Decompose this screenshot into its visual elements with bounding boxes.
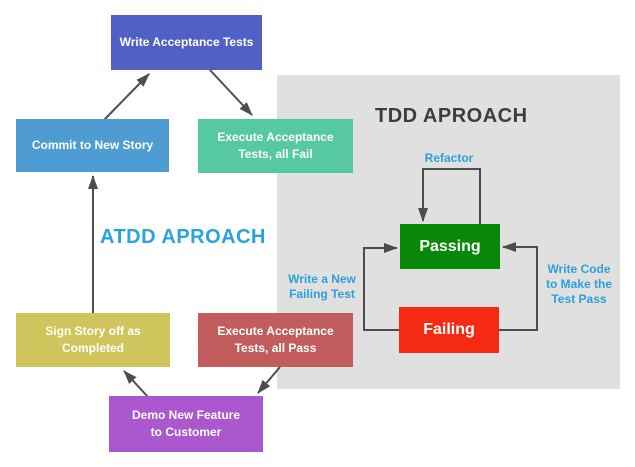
arrow-commit-to-write-tests [103,73,150,121]
arrow-failing-to-passing-right [499,242,538,331]
node-execute-tests-all-fail: Execute Acceptance Tests, all Fail [198,119,353,173]
arrow-refactor-loop [418,168,481,224]
write-code-make-test-pass-label: Write Code to Make the Test Pass [545,262,612,306]
node-sign-story-off: Sign Story off as Completed [16,313,170,367]
node-failing: Failing [399,307,499,353]
node-demo-new-feature: Demo New Feature to Customer [109,396,263,452]
tdd-approach-title: TDD APROACH [375,105,528,127]
arrow-execute-pass-to-demo [257,366,281,394]
node-passing: Passing [400,224,500,269]
refactor-label: Refactor [424,151,474,165]
arrow-failing-to-passing-left [363,243,399,331]
write-new-failing-test-label: Write a New Failing Test [288,272,356,301]
node-write-acceptance-tests: Write Acceptance Tests [111,15,262,70]
arrow-demo-to-sign-story [123,370,149,398]
atdd-approach-title: ATDD APROACH [100,226,266,248]
arrow-write-tests-to-execute-fail [209,69,253,116]
node-commit-to-new-story: Commit to New Story [16,119,169,172]
node-execute-tests-all-pass: Execute Acceptance Tests, all Pass [198,313,353,367]
